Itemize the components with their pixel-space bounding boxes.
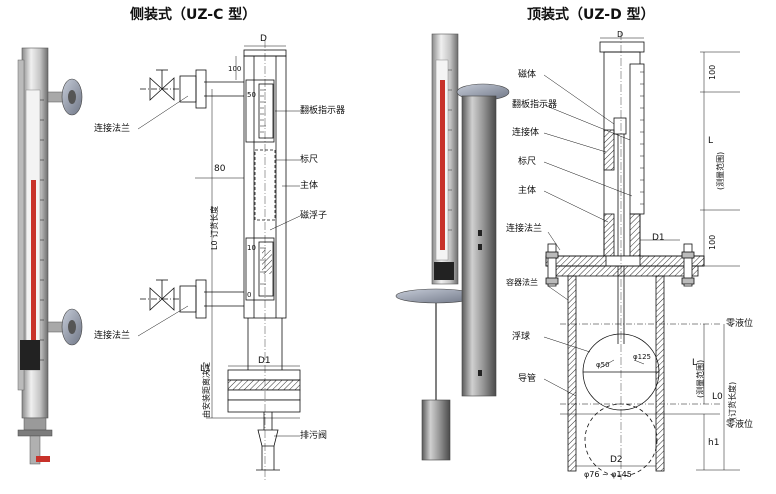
top-dim-l0: L0 <box>712 392 723 402</box>
side-label-flip-indicator: 翻板指示器 <box>300 106 346 116</box>
top-dim-h1: h1 <box>708 438 720 448</box>
top-label-guide-tube: 导管 <box>518 374 537 384</box>
side-label-drain-valve: 排污阀 <box>300 431 328 441</box>
side-label-scale: 标尺 <box>300 155 319 165</box>
side-mount-title: 侧装式（UZ-C 型） <box>130 7 257 23</box>
top-mount-schematic <box>543 32 740 480</box>
side-label-float: 磁浮子 <box>300 211 328 221</box>
side-scale-0: 0 <box>247 291 252 299</box>
side-scale-10: 10 <box>247 244 256 252</box>
top-label-body: 主体 <box>518 186 537 196</box>
side-dim-d1: D1 <box>258 356 271 366</box>
side-float-box <box>245 237 275 301</box>
top-dim-d1: D1 <box>652 233 665 243</box>
side-order-length: L0 订货长度 <box>210 205 219 250</box>
top-order-length: (订货长度) <box>728 381 737 420</box>
top-measure-range-2: (测量范围) <box>696 359 705 398</box>
side-dim-80: 80 <box>214 164 226 174</box>
top-zero-level-upper: 零液位 <box>726 319 754 329</box>
top-dim-100b: 100 <box>708 234 717 250</box>
top-zero-level-lower: 零液位 <box>726 420 754 430</box>
top-bottom-dims: φ76 ~ φ145 <box>584 470 632 479</box>
side-label-flange-lower: 连接法兰 <box>94 331 131 341</box>
top-dim-l-lower: L <box>692 358 698 368</box>
top-dim-l-upper: L <box>708 136 714 146</box>
side-center-note: 由安装距离决定 <box>202 362 211 418</box>
side-dim-d: D <box>260 34 267 44</box>
top-label-vessel-flange: 容器法兰 <box>506 278 538 287</box>
side-label-flange-upper: 连接法兰 <box>94 124 131 134</box>
top-label-connector: 连接体 <box>512 128 540 138</box>
side-label-body: 主体 <box>300 181 319 191</box>
top-mount-title: 顶装式（UZ-D 型） <box>527 7 655 23</box>
top-measure-range-1: (测量范围) <box>716 151 725 190</box>
side-mount-schematic <box>137 40 301 480</box>
top-label-scale: 标尺 <box>518 157 537 167</box>
top-dim-d: D <box>617 30 624 39</box>
top-dim-d2: D2 <box>610 455 623 465</box>
top-ball-50: φ50 <box>596 361 610 369</box>
top-label-float-ball: 浮球 <box>512 332 531 342</box>
top-label-flange: 连接法兰 <box>506 224 543 234</box>
top-mount-photo <box>395 33 510 461</box>
side-dim-l1: L1 <box>200 364 211 374</box>
top-label-flip-indicator: 翻板指示器 <box>512 100 558 110</box>
top-dim-100a: 100 <box>708 64 717 80</box>
top-ball-125: φ125 <box>633 353 651 361</box>
side-dim-100: 100 <box>228 65 242 73</box>
side-mount-photo <box>17 47 83 465</box>
side-scale-50: 50 <box>247 91 256 99</box>
side-indicator-box <box>245 79 275 143</box>
top-label-magnet: 磁体 <box>518 70 537 80</box>
